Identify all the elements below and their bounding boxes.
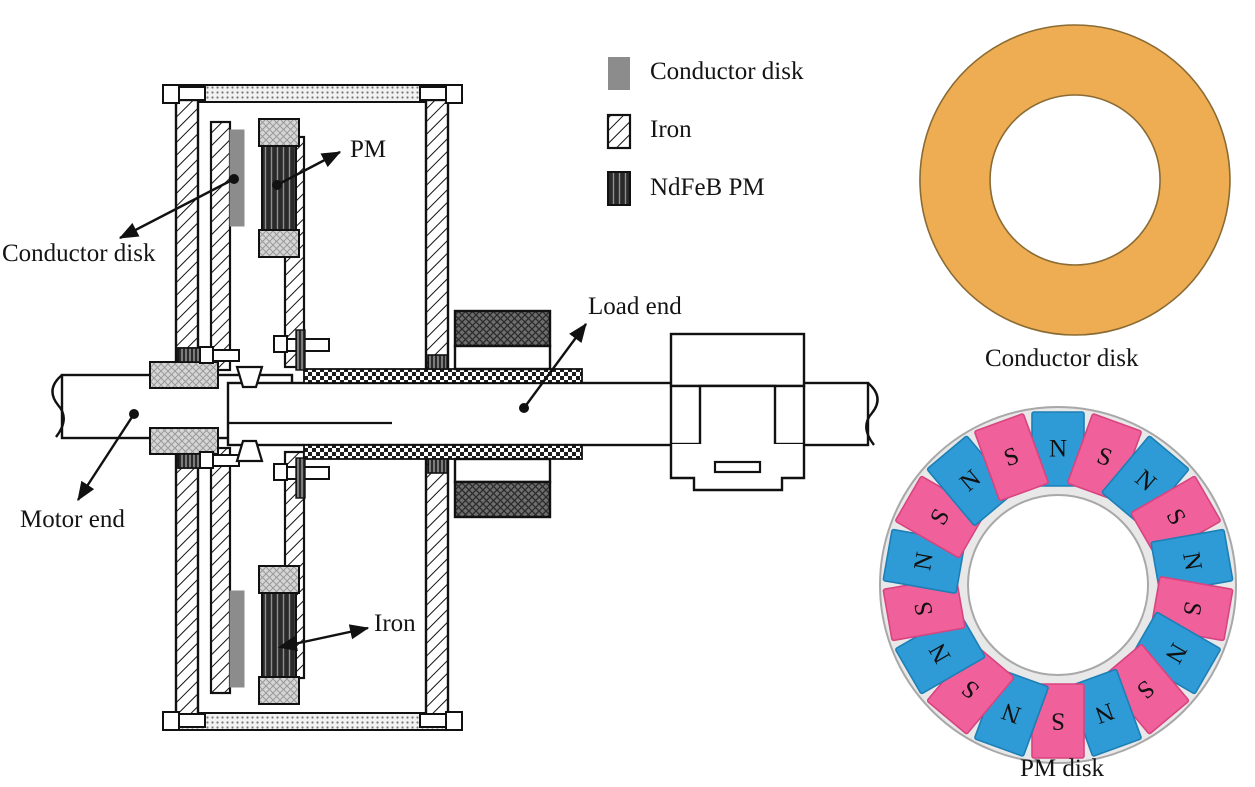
callout-load-end: Load end — [588, 293, 682, 320]
cross-section-assembly — [51, 84, 879, 731]
load-end-coupling — [669, 332, 806, 492]
shaft-taper-wedges — [235, 365, 264, 463]
callout-motor-end: Motor end — [20, 506, 125, 533]
pm-magnet-pole-label: N — [909, 550, 939, 572]
callout-conductor-disk: Conductor disk — [2, 240, 156, 267]
pm-block-lower — [258, 565, 300, 705]
callout-iron: Iron — [374, 610, 416, 637]
housing-bottom-band — [175, 712, 449, 731]
pm-callout-leader — [272, 150, 342, 190]
housing-left-wall — [174, 98, 200, 717]
pm-block-upper — [258, 118, 300, 258]
legend-label-ndfeb-pm: NdFeB PM — [650, 174, 765, 201]
conductor-disk-ring — [919, 24, 1231, 336]
motor-hub-flange — [149, 361, 219, 455]
conductor-disk-caption: Conductor disk — [985, 345, 1139, 372]
pm-magnet-pole-label: N — [1177, 550, 1207, 572]
motor-clamp-bolts — [199, 346, 240, 469]
callout-pm: PM — [350, 136, 387, 163]
legend-swatches — [606, 57, 632, 206]
pm-plate-seal-strips — [295, 329, 306, 499]
pm-magnet: N — [895, 611, 986, 695]
housing-corner-bolts — [162, 84, 463, 731]
legend-label-conductor-disk: Conductor disk — [650, 58, 804, 85]
legend-swatch-iron — [606, 113, 632, 150]
motor-end-callout-leader — [76, 409, 139, 502]
load-bearing-block — [453, 309, 552, 519]
pm-magnet: N — [1067, 668, 1142, 757]
pm-magnet-body — [974, 413, 1049, 502]
pm-magnet: S — [895, 475, 986, 559]
legend-swatch-conductor-disk — [608, 57, 630, 90]
pm-magnet: S — [1031, 683, 1085, 759]
pm-magnet-pole-label: S — [1177, 599, 1206, 617]
pm-magnet-pole-label: N — [1049, 436, 1067, 463]
right-wall-seal-packs — [427, 354, 448, 474]
legend-label-iron: Iron — [650, 116, 692, 143]
iron-callout-leader — [277, 624, 370, 651]
pm-magnet: S — [882, 576, 966, 642]
load-end-callout-leader — [519, 323, 587, 413]
housing-top-band — [175, 84, 449, 103]
pm-disk-caption: PM disk — [1020, 755, 1105, 782]
conductor-disk-callout-leader — [118, 174, 239, 240]
pm-magnet: S — [974, 413, 1049, 502]
pm-magnet: N — [1150, 528, 1234, 594]
left-wall-seal-packs — [177, 347, 201, 469]
pm-magnet-pole-label: S — [1051, 708, 1065, 735]
shaft-sleeve-bands — [303, 368, 583, 460]
legend-swatch-ndfeb-pm — [607, 171, 631, 206]
pm-magnet-pole-label: S — [910, 599, 939, 617]
